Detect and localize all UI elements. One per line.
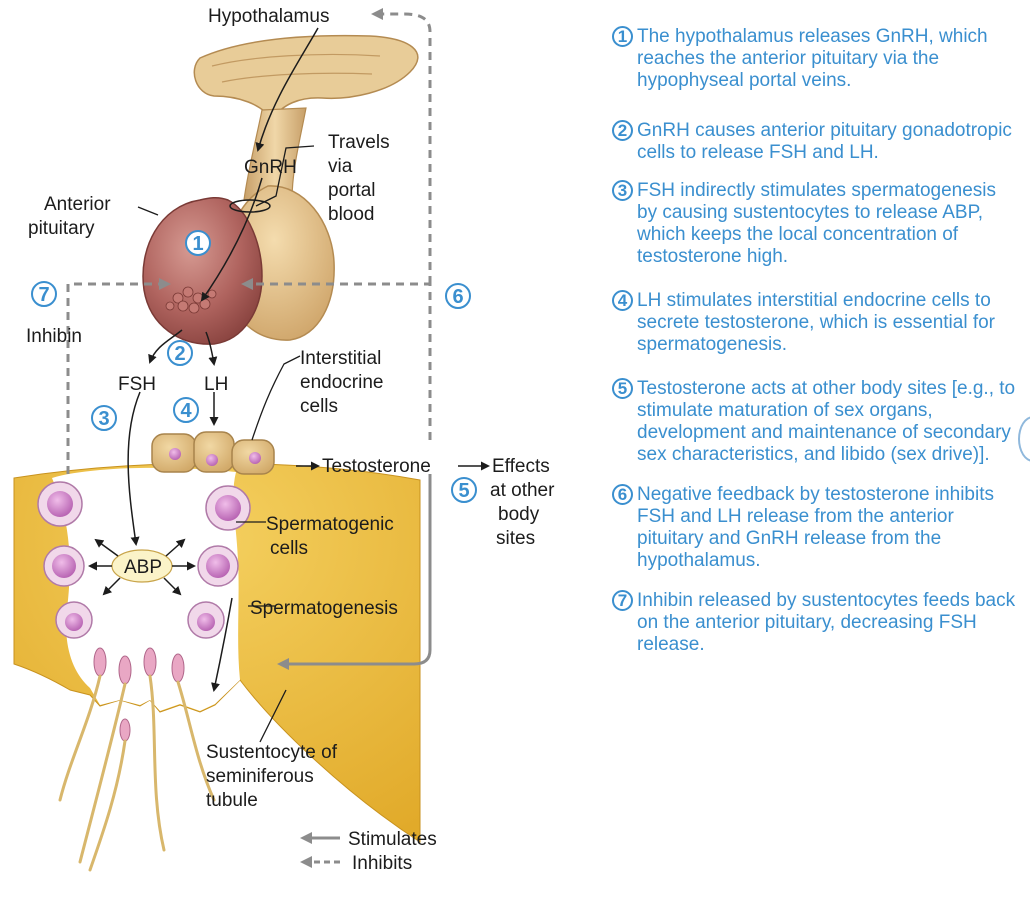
step-marker-3: 3 [91, 405, 117, 431]
step-marker-6: 6 [445, 283, 471, 309]
legend-stimulates-label: Stimulates [348, 829, 437, 850]
label-effects-line4: sites [496, 528, 535, 549]
step-number-badge: 6 [612, 484, 633, 505]
step-text: Negative feedback by testosterone inhibi… [637, 484, 994, 571]
gonadotropic-cell-cluster [165, 286, 217, 314]
label-sustentocyte-line1: Sustentocyte of [206, 742, 338, 763]
label-effects-line2: at other [490, 480, 555, 501]
label-spermatogenesis: Spermatogenesis [250, 598, 398, 619]
label-travels-line3: portal [328, 180, 376, 201]
inhibit-feedback-paths [66, 8, 432, 474]
step-marker-2: 2 [167, 340, 193, 366]
legend-stimulates-arrow-icon [300, 832, 312, 844]
svg-text:6: 6 [452, 286, 463, 308]
step-text: Inhibin released by sustentocytes feeds … [637, 590, 1016, 655]
svg-text:2: 2 [174, 343, 185, 365]
svg-text:3: 3 [98, 408, 109, 430]
label-spermatogenic-line2: cells [270, 538, 308, 559]
label-sustentocyte-line3: tubule [206, 790, 258, 811]
svg-text:4: 4 [180, 400, 192, 422]
label-effects-line3: body [498, 504, 540, 525]
step-number-badge: 7 [612, 590, 633, 611]
label-testosterone: Testosterone [322, 456, 431, 477]
hypothalamus-tissue [193, 34, 419, 122]
step-number-badge: 2 [612, 120, 633, 141]
label-hypothalamus: Hypothalamus [208, 6, 329, 27]
legend: Stimulates Inhibits [300, 829, 437, 874]
stimulation-arrows [88, 27, 490, 692]
anterior-pituitary [142, 196, 263, 345]
step-text: FSH indirectly stimulates spermatogenesi… [637, 180, 997, 267]
step-text: GnRH causes anterior pituitary gonadotro… [637, 120, 1012, 163]
label-anterior-line2: pituitary [28, 218, 95, 239]
label-abp: ABP [124, 557, 162, 578]
legend-inhibits-label: Inhibits [352, 853, 412, 874]
legend-inhibits-arrow-icon [300, 856, 312, 868]
step-item-4: 4 LH stimulates interstitial endocrine c… [612, 290, 1017, 356]
step-number-badge: 3 [612, 180, 633, 201]
label-effects-line1: Effects [492, 456, 550, 477]
label-sustentocyte-line2: seminiferous [206, 766, 314, 787]
label-lh: LH [204, 374, 228, 395]
step-item-3: 3 FSH indirectly stimulates spermatogene… [612, 180, 1017, 268]
label-travels-line1: Travels [328, 132, 390, 153]
leader-lines [137, 145, 315, 743]
sperm-cells [58, 647, 216, 872]
step-item-2: 2 GnRH causes anterior pituitary gonadot… [612, 120, 1017, 164]
svg-text:1: 1 [192, 233, 203, 255]
label-interstitial-line3: cells [300, 396, 338, 417]
label-inhibin: Inhibin [26, 326, 82, 347]
step-number-badge: 5 [612, 378, 633, 399]
step-marker-7: 7 [31, 281, 57, 307]
step-item-6: 6 Negative feedback by testosterone inhi… [612, 484, 1017, 572]
step-item-7: 7 Inhibin released by sustentocytes feed… [612, 590, 1017, 656]
step-marker-1: 1 [185, 230, 211, 256]
svg-text:7: 7 [38, 284, 49, 306]
testosterone-negative-feedback [277, 474, 432, 670]
svg-text:5: 5 [458, 480, 469, 502]
step-descriptions: 1 The hypothalamus releases GnRH, which … [612, 26, 1017, 656]
step-item-5: 5 Testosterone acts at other body sites … [612, 378, 1017, 466]
hormonal-regulation-diagram: Hypothalamus GnRH Travels via portal blo… [13, 6, 555, 874]
label-spermatogenic-line1: Spermatogenic [266, 514, 394, 535]
step-text: Testosterone acts at other body sites [e… [637, 378, 1016, 465]
label-gnrh: GnRH [244, 157, 297, 178]
label-fsh: FSH [118, 374, 156, 395]
step-number-badge: 4 [612, 290, 633, 311]
step-text: LH stimulates interstitial endocrine cel… [637, 290, 996, 355]
step-item-1: 1 The hypothalamus releases GnRH, which … [612, 26, 1017, 92]
label-travels-line4: blood [328, 204, 375, 225]
partial-circle-marker [1018, 416, 1030, 462]
label-interstitial-line2: endocrine [300, 372, 383, 393]
step-text: The hypothalamus releases GnRH, which re… [637, 26, 988, 91]
label-interstitial-line1: Interstitial [300, 348, 381, 369]
step-number-badge: 1 [612, 26, 633, 47]
interstitial-endocrine-cells [151, 431, 275, 475]
step-marker-5: 5 [451, 477, 477, 503]
label-anterior-line1: Anterior [44, 194, 111, 215]
step-marker-4: 4 [173, 397, 199, 423]
label-travels-line2: via [328, 156, 353, 177]
spermatogenic-cells [37, 481, 251, 639]
